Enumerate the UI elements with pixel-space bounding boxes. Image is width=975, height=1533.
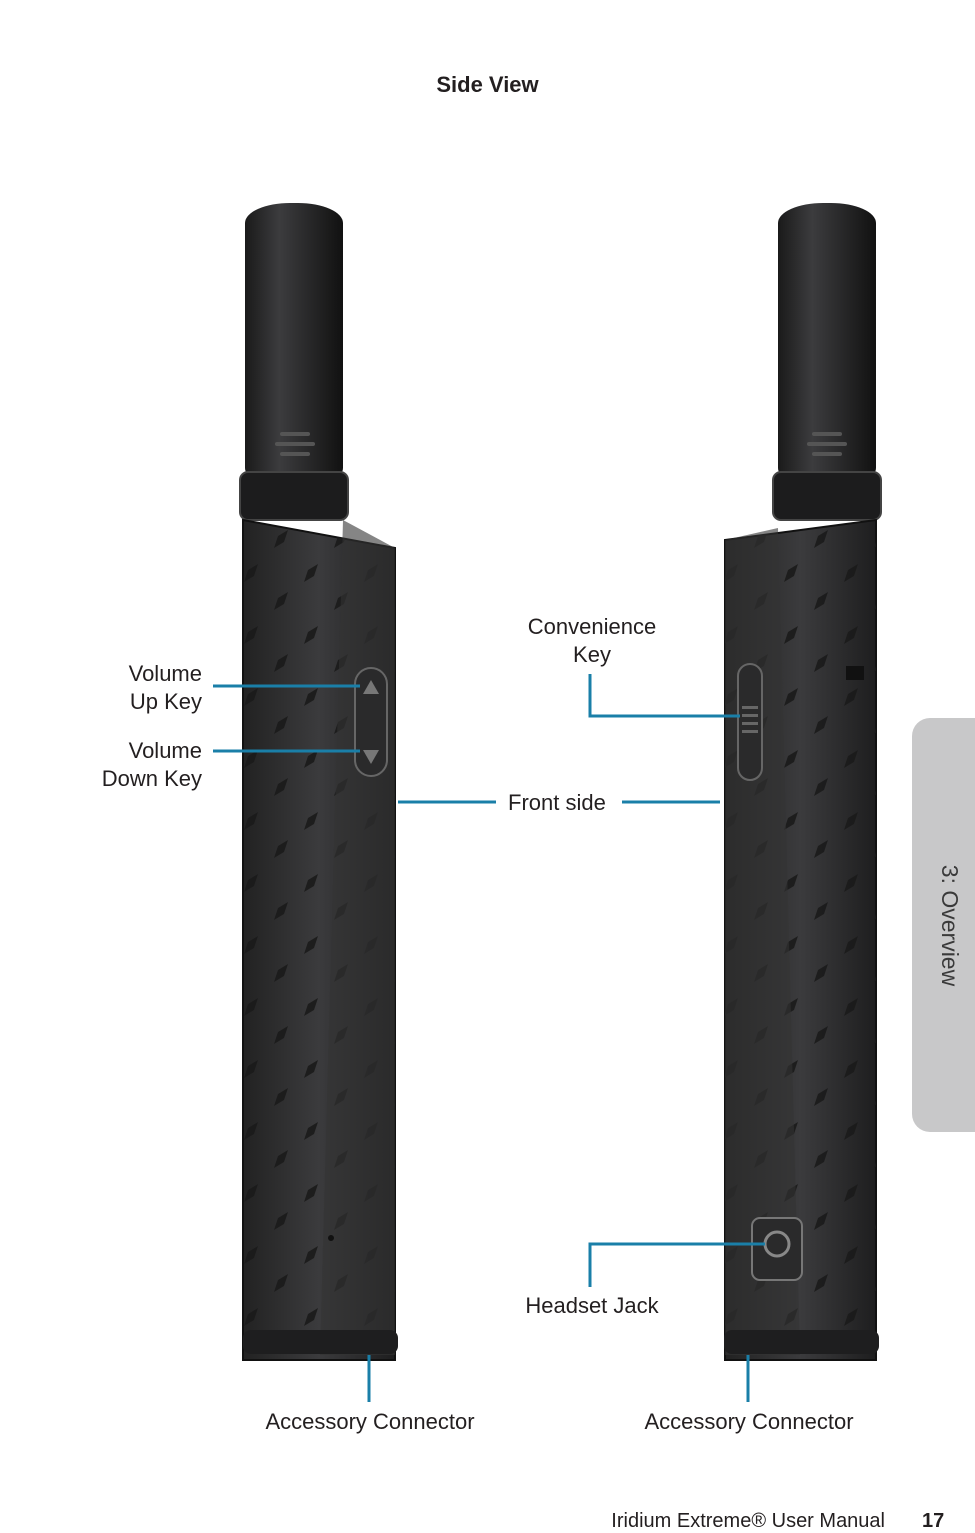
- volume-up-key-label: Volume Up Key: [128, 661, 202, 714]
- convenience-key-label: Convenience Key: [527, 614, 657, 667]
- accessory-connector-left-label: Accessory Connector: [265, 1409, 475, 1434]
- page-title: Side View: [436, 72, 539, 97]
- chapter-tab-label: 3: Overview: [937, 864, 964, 986]
- front-side-label: Front side: [508, 790, 606, 815]
- right-phone: [724, 203, 882, 1361]
- left-phone: [239, 203, 398, 1361]
- page-number: 17: [922, 1510, 945, 1532]
- chapter-tab: 3: Overview: [912, 718, 975, 1132]
- headset-jack-label: Headset Jack: [525, 1293, 659, 1318]
- volume-down-key-label: Volume Down Key: [101, 738, 202, 791]
- accessory-connector-right-label: Accessory Connector: [644, 1409, 854, 1434]
- footer-manual-title: Iridium Extreme® User Manual: [611, 1510, 885, 1532]
- leader-lines: [213, 674, 765, 1402]
